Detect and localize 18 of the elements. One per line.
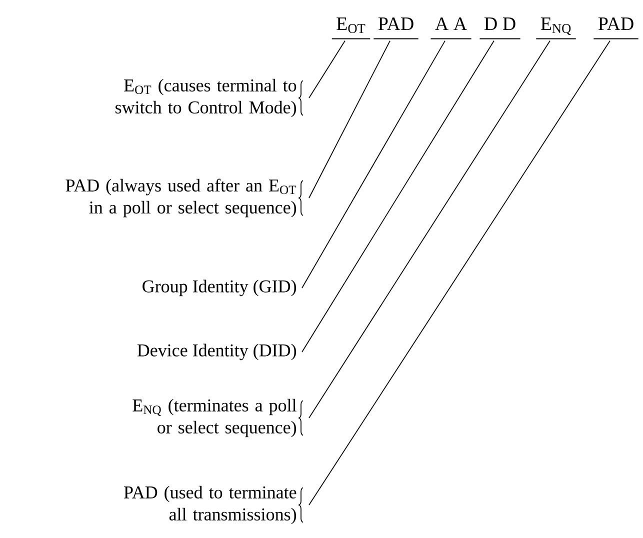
leader-line	[302, 40, 446, 288]
header-code: E$_{OT}$	[331, 18, 371, 40]
header-code: A A	[430, 17, 472, 40]
description-text: E$_{OT}$ (causes terminal to switch to Control Mode)	[116, 78, 296, 118]
leader-line	[308, 40, 390, 198]
description-text: E$_{NQ}$ (terminates a poll or select sequence)	[132, 398, 296, 438]
description-text: Device Identity (DID)	[137, 344, 296, 360]
header-code: PAD	[593, 17, 639, 40]
description-text: PAD (used to terminate all transmissions)	[124, 486, 296, 524]
leader-line	[308, 40, 610, 506]
leader-line	[308, 40, 550, 418]
description-text: PAD (always used after an E$_{OT}$ in a poll or select sequence)	[66, 178, 296, 218]
header-code: D D	[479, 18, 521, 40]
header-code: E$_{NQ}$	[536, 18, 576, 40]
description-text: Group Identity (GID)	[142, 280, 296, 296]
header-code: PAD	[373, 17, 419, 40]
leader-line	[302, 40, 494, 352]
leader-line	[308, 40, 346, 98]
